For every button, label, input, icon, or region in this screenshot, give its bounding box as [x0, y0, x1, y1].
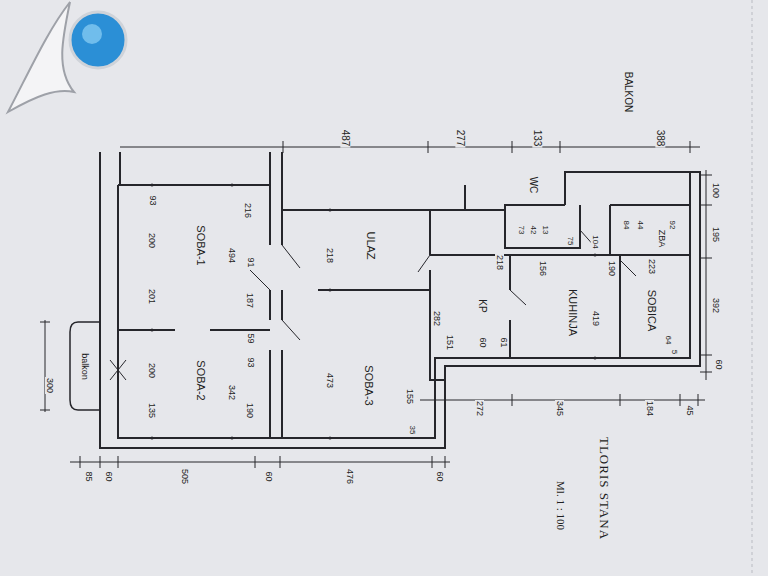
dimension: 223 — [648, 257, 657, 274]
dimension: 45 — [684, 404, 693, 416]
dimension: 216 — [244, 201, 253, 218]
dimension: 476 — [346, 467, 355, 484]
dimension: 487 — [340, 129, 350, 148]
room-label: SOBICA — [646, 288, 657, 332]
room-label: SOBA-2 — [194, 359, 205, 401]
dimension: 92 — [668, 220, 676, 231]
dimension: 155 — [406, 387, 415, 404]
dimension: 104 — [591, 234, 599, 249]
paper-edge — [752, 0, 753, 576]
dimension: 342 — [228, 383, 237, 400]
dimension: 13 — [541, 225, 549, 236]
dimension: 60 — [103, 470, 112, 482]
dimension: 64 — [664, 335, 672, 346]
dimension-lines — [40, 141, 712, 468]
dimension: 93 — [245, 356, 254, 368]
room-label: ZBA — [657, 228, 666, 248]
dimension: 300 — [46, 376, 55, 393]
room-label: KP — [477, 298, 487, 313]
dimension: 195 — [712, 225, 721, 242]
dimension: 35 — [408, 425, 416, 436]
dimension: 59 — [245, 332, 254, 344]
dimension: 60 — [477, 336, 486, 348]
scale-note: Ml. 1 : 100 — [555, 480, 566, 531]
dimension: 85 — [83, 470, 92, 482]
dimension: 135 — [148, 401, 157, 418]
dimension: 277 — [455, 129, 465, 148]
dimension: 44 — [636, 220, 644, 231]
dimension: 60 — [713, 358, 722, 370]
room-label: KUHINJA — [568, 287, 579, 336]
dimension: 73 — [517, 225, 525, 236]
dimension: 75 — [566, 236, 574, 247]
dimension: 42 — [529, 225, 537, 236]
dimension: 388 — [655, 129, 665, 148]
dimension: 190 — [246, 401, 255, 418]
dimension: 61 — [498, 336, 507, 348]
dimension: 494 — [228, 246, 237, 263]
room-label: SOBA-3 — [362, 364, 373, 406]
dimension: 184 — [646, 399, 655, 416]
walls — [100, 152, 700, 448]
doors — [110, 230, 636, 380]
logo — [8, 2, 126, 112]
dimension: 100 — [712, 181, 721, 198]
dimension: 473 — [326, 371, 335, 388]
dimension: 156 — [539, 259, 548, 276]
dimension: 345 — [556, 399, 565, 416]
room-label: WC — [528, 176, 538, 195]
dimension: 282 — [433, 309, 442, 326]
room-label: BALKON — [623, 71, 633, 114]
dimension-dots — [151, 184, 597, 440]
room-label: SOBA-1 — [194, 224, 205, 266]
balcony-outline — [70, 322, 100, 410]
dimension: 272 — [476, 399, 485, 416]
dimension: 201 — [148, 287, 157, 304]
dimension: 151 — [446, 333, 455, 350]
dimension: 91 — [245, 256, 254, 268]
dimension: 392 — [712, 296, 721, 313]
dimension: 200 — [148, 361, 157, 378]
dimension: 190 — [608, 259, 617, 276]
room-label: balkon — [80, 352, 89, 381]
dimension: 84 — [622, 220, 630, 231]
plan-title: TLORIS STANA — [598, 436, 611, 539]
dimension: 218 — [326, 246, 335, 263]
dimension: 133 — [532, 129, 542, 148]
dimension: 5 — [670, 349, 678, 355]
room-label: ULAZ — [365, 230, 376, 260]
dimension: 419 — [592, 309, 601, 326]
dimension: 505 — [181, 467, 190, 484]
dimension: 200 — [148, 231, 157, 248]
dimension: 60 — [263, 470, 272, 482]
dimension: 93 — [147, 194, 156, 206]
dimension: 218 — [496, 253, 505, 270]
dimension: 60 — [434, 470, 443, 482]
dimension: 187 — [246, 291, 255, 308]
